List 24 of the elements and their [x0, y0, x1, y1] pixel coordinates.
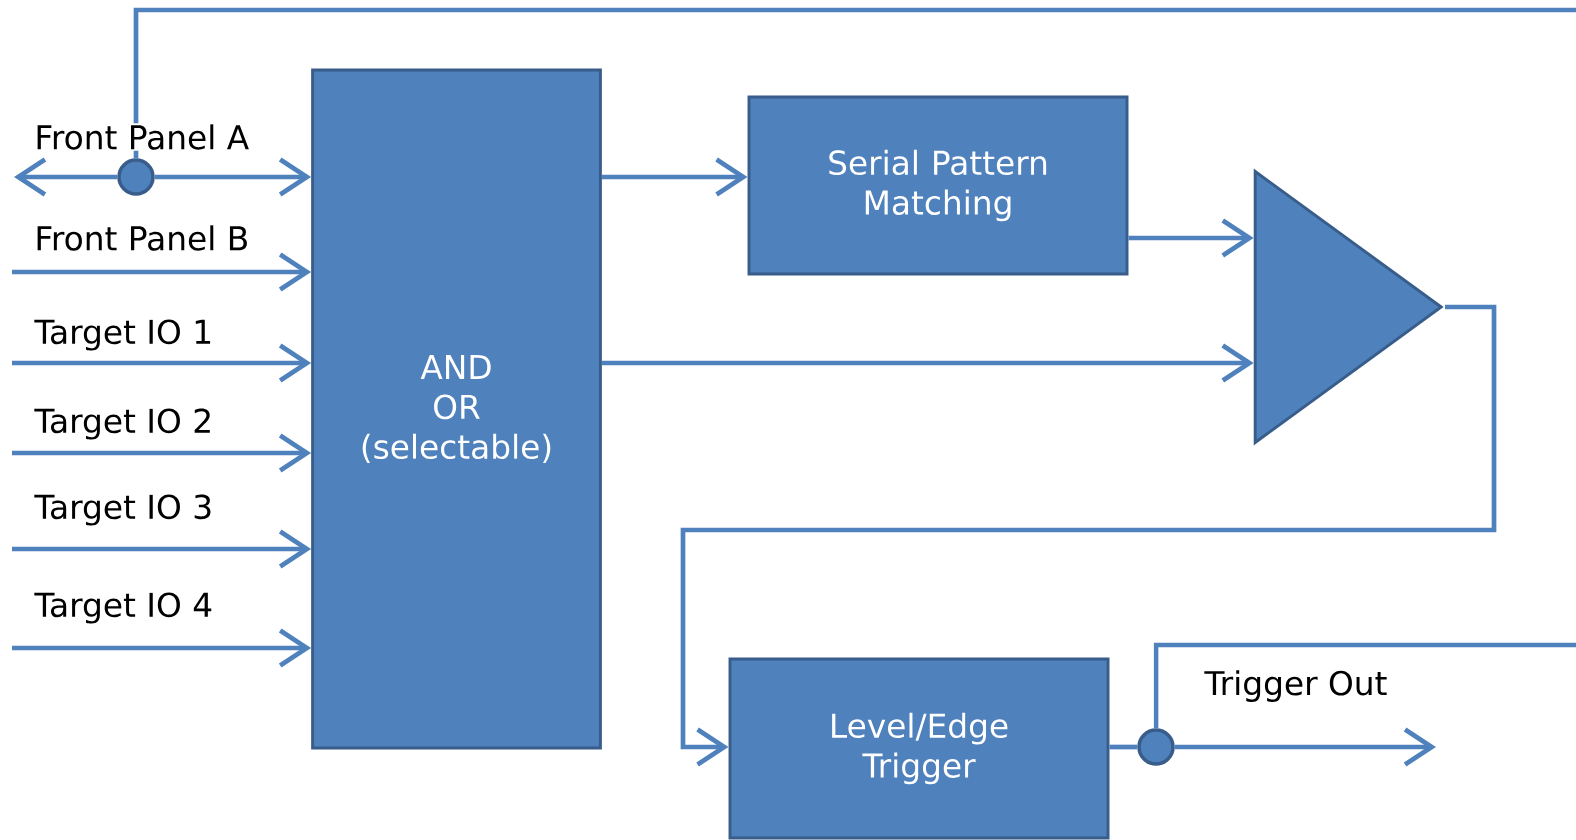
- arrow: [1128, 218, 1254, 258]
- arrow: [601, 343, 1254, 383]
- arrow: [14, 157, 118, 197]
- signal-label: Front Panel B: [33, 224, 251, 252]
- arrow: [12, 252, 312, 292]
- arrow: [12, 433, 312, 473]
- arrow: [1174, 727, 1437, 767]
- arrow: [12, 628, 312, 668]
- process-box: AND OR (selectable): [311, 68, 602, 750]
- junction-dot: [117, 158, 155, 196]
- signal-label: Target IO 3: [33, 493, 215, 527]
- arrow: [601, 157, 748, 197]
- signal-label: Target IO 2: [33, 407, 215, 441]
- signal-label: Trigger Out: [1203, 668, 1389, 704]
- arrow: [12, 529, 312, 569]
- signal-label: Front Panel A: [33, 123, 251, 151]
- signal-label: Target IO 4: [33, 591, 215, 625]
- arrow: [12, 343, 312, 383]
- signal-label: Target IO 1: [33, 318, 215, 352]
- arrow: [680, 304, 1497, 767]
- process-box: Level/Edge Trigger: [728, 657, 1110, 840]
- process-box: Serial Pattern Matching: [747, 95, 1129, 276]
- arrow: [154, 157, 312, 197]
- junction-dot: [1137, 728, 1175, 766]
